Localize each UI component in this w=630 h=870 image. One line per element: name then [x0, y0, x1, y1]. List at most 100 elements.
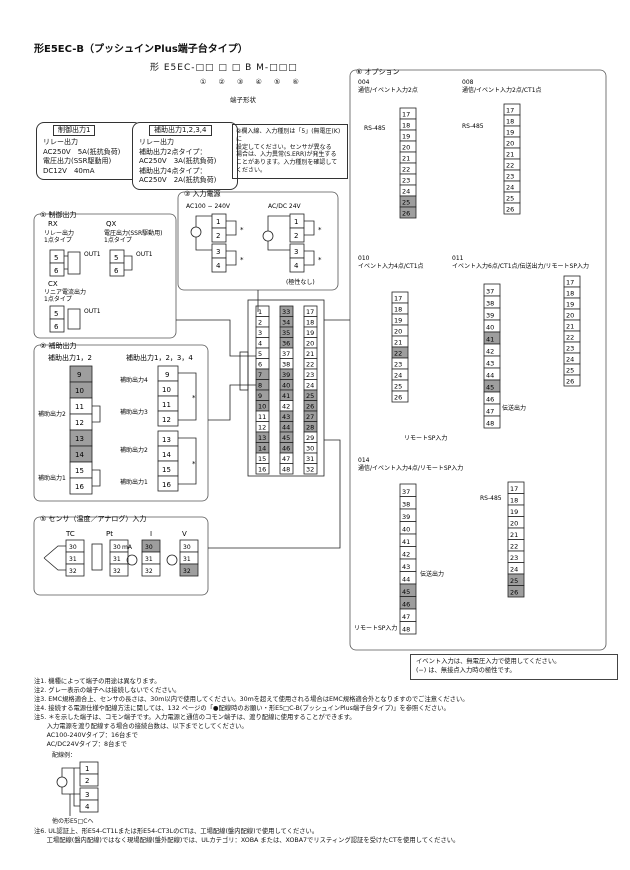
- terminal-number: 19: [510, 508, 518, 516]
- section-options: [349, 69, 607, 651]
- option-terminal-columns: 1718192021222324252617181920212223242526…: [391, 103, 581, 635]
- terminal-number: 22: [394, 350, 402, 358]
- terminal-number: 17: [510, 485, 518, 493]
- terminal-number: 36: [282, 340, 290, 348]
- event-input-note: イベント入力は、無電圧入力で使用してください。 (−) は、無接点入力時の極性で…: [410, 654, 618, 680]
- terminal-number: 12: [258, 424, 266, 432]
- terminal-number: 7: [258, 371, 262, 379]
- terminal-number: 26: [306, 403, 314, 411]
- event-note-line: イベント入力は、無電圧入力で使用してください。: [416, 658, 561, 665]
- terminal: [279, 463, 294, 475]
- svg-text:5: 5: [54, 254, 58, 262]
- terminal-number: 19: [394, 317, 402, 325]
- terminal-number: 21: [402, 155, 410, 163]
- svg-text:31: 31: [145, 556, 153, 563]
- terminal-number: 15: [258, 455, 266, 463]
- terminal-number: 26: [566, 378, 574, 386]
- note-line: ことがあります。入力種別を確認して: [236, 159, 338, 167]
- note-line: 注1. 機種によって端子の用途は異なります。: [34, 678, 161, 685]
- svg-text:30: 30: [113, 544, 121, 551]
- terminal-number: 18: [402, 122, 410, 130]
- svg-text:3: 3: [216, 248, 220, 256]
- connector-aux: [208, 384, 256, 421]
- terminal-number: 37: [282, 350, 290, 358]
- wiring-example-label: 配線例：: [52, 752, 77, 759]
- terminal-number: 44: [486, 372, 494, 380]
- rx-desc: リレー出力: [44, 229, 74, 237]
- out1-label: OUT1: [84, 251, 101, 258]
- terminal-number: 21: [506, 151, 514, 159]
- tc-label: TC: [65, 530, 75, 538]
- aux-sub-a: 補助出力1，2: [48, 353, 92, 362]
- terminal-number: 41: [402, 538, 410, 546]
- terminal-number: 22: [306, 361, 314, 369]
- svg-text:15: 15: [162, 466, 171, 474]
- terminal-number: 41: [486, 336, 494, 344]
- terminal: [503, 202, 521, 215]
- v-label: V: [182, 530, 187, 538]
- terminal-number: 38: [282, 361, 290, 369]
- terminal-number: 34: [282, 319, 290, 327]
- terminal-number: 22: [510, 543, 518, 551]
- terminal: [507, 585, 525, 598]
- terminal-number: 26: [510, 589, 518, 597]
- svg-text:13: 13: [162, 436, 171, 444]
- svg-text:31: 31: [69, 556, 77, 563]
- terminal-number: 20: [394, 328, 402, 336]
- terminal-number: 17: [566, 279, 574, 287]
- rs485-label: RS-485: [480, 495, 502, 502]
- terminal-number: 19: [402, 133, 410, 141]
- terminal-number: 10: [258, 403, 266, 411]
- terminal-number: 45: [282, 434, 290, 442]
- terminal-number: 42: [402, 551, 410, 559]
- sensor-terminals: 30 31 32 30 31 32 30 31 32 30 31 32: [43, 539, 199, 577]
- svg-text:12: 12: [75, 419, 84, 427]
- note-line: 注5. ＊を示した端子は、コモン端子です。入力電源と通信のコモン端子は、渡り配線…: [34, 713, 356, 721]
- aux3-label: 補助出力3: [120, 408, 148, 416]
- svg-text:14: 14: [75, 451, 84, 459]
- terminal: [399, 621, 417, 635]
- input-type-note: ②欄入線、入力種別は「5」(無電圧(K)に 設定してください。センサが異なる 場…: [232, 124, 348, 179]
- aux4-label: 補助出力4: [120, 376, 148, 384]
- terminal-number: 42: [486, 348, 494, 356]
- cx-desc: 1点タイプ: [44, 295, 72, 303]
- note-line: 注6. UL認証上、形E54-CT1Lまたは形E54-CT3LのCTは、工場配線…: [34, 828, 319, 835]
- terminal-number: 39: [486, 312, 494, 320]
- terminal-number: 11: [258, 413, 266, 421]
- terminal-number: 24: [506, 184, 514, 192]
- aux2-label: 補助出力2: [38, 410, 66, 418]
- terminal-number: 14: [258, 445, 266, 453]
- spec-line: DC12V 40mA: [43, 166, 95, 175]
- terminal-number: 44: [402, 576, 410, 584]
- aux-output-spec: 補助出力1,2,3,4 リレー出力 補助出力2点タイプ： AC250V 3A(抵…: [132, 122, 238, 190]
- terminal-number: 23: [566, 345, 574, 353]
- terminal-number: 23: [402, 177, 410, 185]
- rs485-label: RS-485: [462, 123, 484, 130]
- svg-text:30: 30: [183, 544, 191, 551]
- terminal-number: 24: [394, 372, 402, 380]
- terminal-number: 42: [282, 403, 290, 411]
- remote-sp-label: リモートSP入力: [354, 624, 397, 632]
- svg-text:15: 15: [75, 467, 84, 475]
- terminal-number: 25: [394, 383, 402, 391]
- terminal-number: 6: [258, 361, 262, 369]
- s3-title: ③ 入力電源: [184, 189, 221, 198]
- terminal-number: 18: [510, 497, 518, 505]
- terminal-number: 45: [402, 588, 410, 596]
- opt-014-desc: 通信/イベント入力4点/リモートSP入力: [358, 464, 463, 472]
- note-line: 場合は、入力異常(S.ERR)が発生する: [236, 151, 337, 159]
- terminal-shape-note: 端子形状: [230, 96, 256, 104]
- terminal: [391, 390, 409, 403]
- aux1-label: 補助出力1: [120, 478, 148, 486]
- terminal-number: 30: [306, 445, 314, 453]
- svg-text:*: *: [192, 394, 196, 402]
- svg-text:16: 16: [75, 483, 84, 491]
- svg-text:*: *: [318, 226, 322, 234]
- terminal-number: 22: [566, 334, 574, 342]
- terminal-number: 19: [306, 329, 314, 337]
- cx-desc: リニア電流出力: [44, 288, 86, 296]
- terminal-number: 17: [506, 107, 514, 115]
- svg-text:10: 10: [75, 387, 84, 395]
- note6-block: 注6. UL認証上、形E54-CT1Lまたは形E54-CT3LのCTは、工場配線…: [34, 828, 604, 846]
